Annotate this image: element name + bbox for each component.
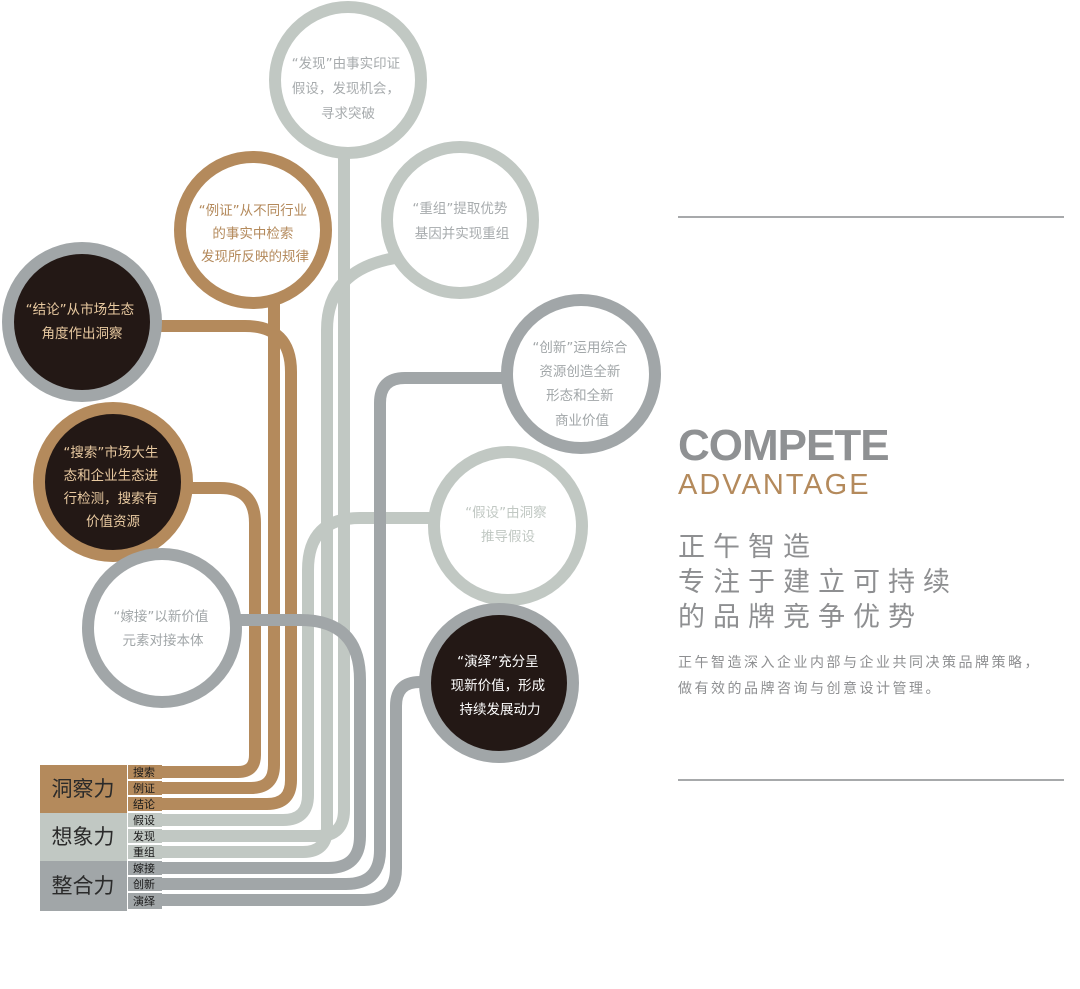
branch-line-jiajie [128,614,366,874]
node-text-jielun: “结论”从市场生态 角度作出洞察 [26,301,139,342]
brand-panel: COMPETE ADVANTAGE 正午智造 专注于建立可持续 的品牌竞争优势 … [678,0,1078,989]
branch-line-faxian [128,150,350,842]
slogan-line: 专注于建立可持续 [678,567,958,598]
category-item-yanyi: 演绎 [133,894,155,908]
branch-line-chuangxin [128,372,505,890]
node-circle-chuangxin [501,294,661,454]
node-circle-yanyi [419,603,579,763]
description-line: 做有效的品牌咨询与创意设计管理。 [678,681,942,697]
branch-line-lizheng [128,300,280,794]
node-text-yanyi: “演绎”充分呈 现新价值，形成 持续发展动力 [451,654,550,718]
category-item-jielun: 结论 [133,797,155,811]
panel-title: COMPETE [678,421,890,470]
node-circle-jielun [2,242,162,402]
node-circle-faxian [269,1,427,159]
panel-subtitle: ADVANTAGE [678,469,871,501]
node-text-sousuo: “搜索”市场大生 态和企业生态进 行检测，搜索有 价值资源 [63,444,162,530]
category-item-chuangxin: 创新 [133,877,155,891]
node-circle-sousuo [33,402,193,562]
category-item-lizheng: 例证 [133,781,155,795]
slogan-line: 正午智造 [678,532,818,563]
divider-bottom [678,779,1064,781]
category-item-jiajie: 嫁接 [133,861,155,875]
node-circle-chongzu [381,141,539,299]
category-box-zhengheli [40,861,127,911]
category-item-jiashe: 假设 [133,813,155,827]
category-title-zhengheli: 整合力 [52,874,115,898]
node-text-jiashe: “假设”由洞察 推导假设 [465,504,551,545]
slogan: 正午智造 专注于建立可持续 的品牌竞争优势 [678,530,958,635]
slogan-line: 的品牌竞争优势 [678,602,923,633]
node-text-jiajie: “嫁接”以新价值 元素对接本体 [113,608,212,649]
category-title-dongchali: 洞察力 [52,777,115,801]
node-circle-jiashe [428,446,588,606]
node-circle-lizheng [174,151,332,309]
node-text-lizheng: “例证”从不同行业 的事实中检索 发现所反映的规律 [199,203,312,265]
branch-line-yanyi [128,676,425,906]
category-item-chongzu: 重组 [133,845,155,859]
node-text-faxian: “发现”由事实印证 假设，发现机会， 寻求突破 [292,56,405,122]
branch-line-sousuo [128,482,261,778]
branch-line-chongzu [128,252,397,858]
category-title-xiangxiangli: 想象力 [52,825,115,849]
node-text-chongzu: “重组”提取优势 基因并实现重组 [412,201,511,242]
competence-tree-diagram: “发现”由事实印证 假设，发现机会， 寻求突破 “例证”从不同行业 的事实中检索… [2,1,661,911]
node-circle-jiajie [82,548,242,708]
category-box-dongchali [40,765,127,813]
category-item-faxian: 发现 [133,829,155,843]
node-text-chuangxin: “创新”运用综合 资源创造全新 形态和全新 商业价值 [532,340,631,429]
description: 正午智造深入企业内部与企业共同决策品牌策略， 做有效的品牌咨询与创意设计管理。 [678,650,1041,702]
branch-line-jielun [128,320,297,810]
category-item-sousuo: 搜索 [133,765,155,779]
divider-top [678,216,1064,218]
description-line: 正午智造深入企业内部与企业共同决策品牌策略， [678,655,1041,671]
category-box-xiangxiangli [40,813,127,861]
